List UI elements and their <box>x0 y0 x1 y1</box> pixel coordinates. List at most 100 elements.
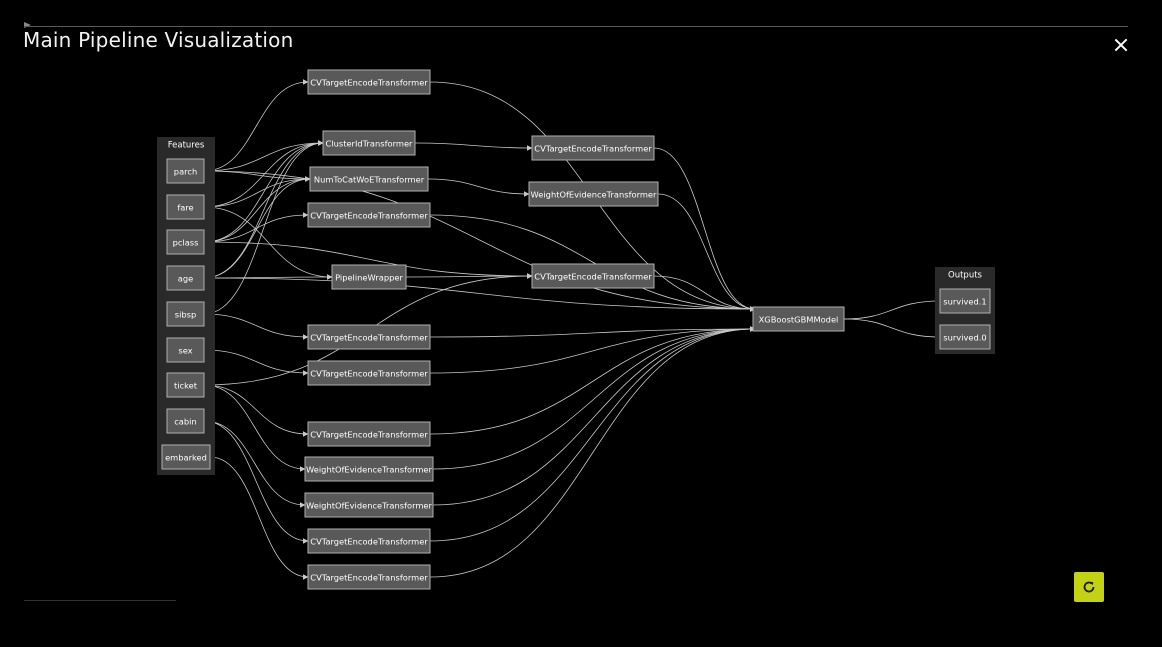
transformer-node-4-box <box>331 264 407 290</box>
transformer-node-8[interactable]: WeightOfEvidenceTransformer <box>304 456 434 482</box>
refresh-button[interactable] <box>1074 572 1104 602</box>
feature-node-sibsp-box <box>166 301 205 327</box>
edge-40 <box>843 318 941 340</box>
transformer-node-2[interactable]: NumToCatWoETransformer <box>309 166 429 192</box>
transformer-node-11-label: CVTargetEncodeTransformer <box>310 573 428 583</box>
nodes-layer: parch fare pclass age sibsp sex ticket cabin emb… <box>161 69 991 590</box>
transformer-node-7[interactable]: CVTargetEncodeTransformer <box>307 421 431 447</box>
edges-layer <box>203 79 941 580</box>
transformer-node-6[interactable]: CVTargetEncodeTransformer <box>307 360 431 386</box>
transformer-node-3[interactable]: CVTargetEncodeTransformer <box>307 202 431 228</box>
feature-node-parch[interactable]: parch <box>166 158 205 184</box>
edge-21 <box>203 420 309 544</box>
transformer-node-10[interactable]: CVTargetEncodeTransformer <box>307 528 431 554</box>
transformer-node-9-box <box>304 492 434 518</box>
feature-node-cabin-box <box>166 408 205 434</box>
edge-7 <box>203 176 311 243</box>
stage2-node-1-label: WeightOfEvidenceTransformer <box>531 190 657 200</box>
feature-node-pclass[interactable]: pclass <box>166 229 205 255</box>
feature-node-ticket-box <box>166 372 205 398</box>
feature-node-fare[interactable]: fare <box>166 194 205 220</box>
feature-node-cabin[interactable]: cabin <box>166 408 205 434</box>
feature-node-age[interactable]: age <box>166 265 205 291</box>
feature-node-sibsp-label: sibsp <box>175 310 196 320</box>
transformer-node-8-box <box>304 456 434 482</box>
edge-24 <box>427 178 530 197</box>
edge-5 <box>203 206 333 280</box>
transformer-node-1-box <box>322 130 416 156</box>
transformer-node-1-label: ClusterIdTransformer <box>326 139 414 149</box>
transformer-node-2-label: NumToCatWoETransformer <box>314 175 425 185</box>
transformer-node-5-label: CVTargetEncodeTransformer <box>310 333 428 343</box>
edge-36 <box>429 326 756 542</box>
transformer-node-0-box <box>307 69 431 95</box>
edge-4 <box>203 176 311 208</box>
feature-node-fare-box <box>166 194 205 220</box>
transformer-node-7-box <box>307 421 431 447</box>
edge-16 <box>203 349 309 376</box>
edge-34 <box>432 326 756 470</box>
page-title: Main Pipeline Visualization <box>23 28 294 52</box>
top-marker <box>24 22 31 28</box>
feature-node-embarked[interactable]: embarked <box>161 444 211 470</box>
transformer-node-11-box <box>307 564 431 590</box>
bottom-divider <box>24 600 176 601</box>
edge-30 <box>429 214 756 312</box>
stage2-node-2[interactable]: CVTargetEncodeTransformer <box>531 263 655 289</box>
feature-node-ticket-label: ticket <box>174 381 198 391</box>
edge-8 <box>203 212 309 243</box>
transformer-node-0[interactable]: CVTargetEncodeTransformer <box>307 69 431 95</box>
transformer-node-1[interactable]: ClusterIdTransformer <box>322 130 416 156</box>
edge-38 <box>203 170 756 312</box>
edge-0 <box>203 79 309 172</box>
feature-node-age-box <box>166 265 205 291</box>
output-node-0[interactable]: survived.1 <box>939 288 991 314</box>
feature-node-parch-box <box>166 158 205 184</box>
feature-node-ticket[interactable]: ticket <box>166 372 205 398</box>
model-node[interactable]: XGBoostGBMModel <box>752 306 845 332</box>
stage2-node-0[interactable]: CVTargetEncodeTransformer <box>531 135 655 161</box>
output-node-0-box <box>939 288 991 314</box>
feature-node-sex[interactable]: sex <box>166 337 205 363</box>
transformer-node-9[interactable]: WeightOfEvidenceTransformer <box>304 492 434 518</box>
edge-33 <box>429 326 756 435</box>
edge-20 <box>203 420 306 508</box>
edge-35 <box>432 326 756 506</box>
stage2-node-2-box <box>531 263 655 289</box>
transformer-node-4[interactable]: PipelineWrapper <box>331 264 407 290</box>
output-node-1-label: survived.0 <box>943 333 986 343</box>
transformer-node-5[interactable]: CVTargetEncodeTransformer <box>307 324 431 350</box>
edge-32 <box>429 326 756 374</box>
feature-node-sex-box <box>166 337 205 363</box>
transformer-node-4-label: PipelineWrapper <box>335 273 403 283</box>
edge-26 <box>653 147 756 312</box>
transformer-node-9-label: WeightOfEvidenceTransformer <box>306 501 432 511</box>
edge-2 <box>203 170 311 182</box>
edge-13 <box>203 277 756 312</box>
transformer-node-7-label: CVTargetEncodeTransformer <box>310 430 428 440</box>
feature-node-pclass-label: pclass <box>173 238 199 248</box>
edge-17 <box>203 384 309 437</box>
transformer-node-11[interactable]: CVTargetEncodeTransformer <box>307 564 431 590</box>
output-node-1-box <box>939 324 991 350</box>
edge-22 <box>209 456 309 580</box>
transformer-node-3-box <box>307 202 431 228</box>
stage2-node-1[interactable]: WeightOfEvidenceTransformer <box>528 181 659 207</box>
model-node-label: XGBoostGBMModel <box>759 315 839 325</box>
edge-37 <box>429 326 756 578</box>
transformer-node-10-label: CVTargetEncodeTransformer <box>310 537 428 547</box>
edge-39 <box>843 298 941 320</box>
transformer-node-6-box <box>307 360 431 386</box>
feature-node-sibsp[interactable]: sibsp <box>166 301 205 327</box>
output-node-1[interactable]: survived.0 <box>939 324 991 350</box>
feature-node-parch-label: parch <box>174 167 197 177</box>
edge-1 <box>203 140 324 172</box>
edge-15 <box>203 313 309 340</box>
transformer-node-3-label: CVTargetEncodeTransformer <box>310 211 428 221</box>
outputs-group-label: Outputs <box>948 271 983 281</box>
feature-node-sex-label: sex <box>178 346 192 356</box>
model-node-box <box>752 306 845 332</box>
feature-node-age-label: age <box>178 274 193 284</box>
transformer-node-10-box <box>307 528 431 554</box>
